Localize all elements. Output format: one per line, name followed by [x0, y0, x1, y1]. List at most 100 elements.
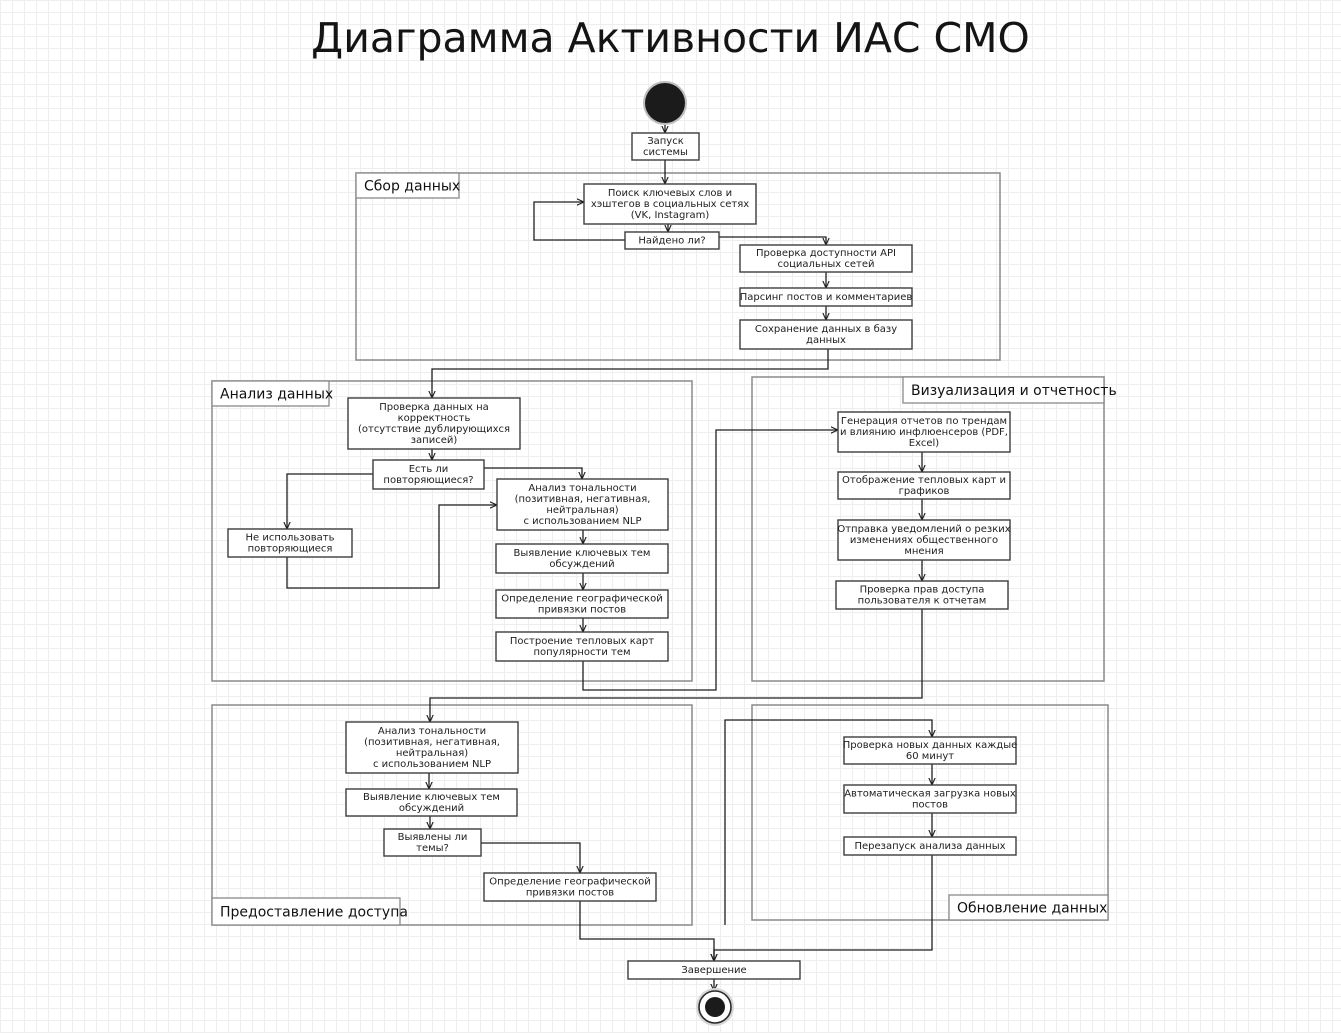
- node-rights-line: Проверка прав доступа: [860, 585, 985, 596]
- node-sent-line: с использованием NLP: [523, 516, 641, 527]
- node-sent2-line: нейтральная): [396, 748, 468, 759]
- node-save-box: [739, 319, 913, 350]
- edge-heat-to-report: [582, 430, 838, 691]
- edge-update-loop: [724, 719, 932, 925]
- node-check-box: [347, 397, 521, 450]
- node-notify-line: Отправка уведомлений о резких: [837, 524, 1010, 535]
- edge-topicsq-to-geo2: [481, 842, 580, 873]
- node-heat-box: [495, 631, 669, 662]
- edge-rights-to-sent2: [430, 609, 923, 722]
- edge-restart-to-finish: [714, 855, 933, 961]
- node-geo2-line: привязки постов: [526, 888, 614, 899]
- node-check-line: Проверка данных на: [379, 402, 489, 413]
- edge-geo2-to-finish: [579, 901, 714, 961]
- node-sent2-line: с использованием NLP: [373, 759, 491, 770]
- node-finish-box: [627, 960, 801, 980]
- node-finish-line: Завершение: [681, 965, 746, 976]
- node-topics-line: обсуждений: [549, 559, 614, 570]
- frame-access-label: Предоставление доступа: [220, 905, 408, 921]
- node-geo-line: привязки постов: [538, 605, 626, 616]
- node-dup-box: [372, 459, 485, 490]
- node-autoload-line: постов: [912, 800, 948, 811]
- frame-viz: Визуализация и отчетность: [751, 376, 1117, 682]
- node-found: Найдено ли?: [624, 231, 720, 250]
- node-notify-line: мнения: [904, 546, 943, 557]
- edge-found-to-api: [719, 236, 826, 245]
- frame-access: Предоставление доступа: [211, 704, 693, 926]
- node-heat-line: Построение тепловых карт: [510, 636, 654, 647]
- node-parse-line: Парсинг постов и комментариев: [740, 292, 913, 303]
- node-launch-line: Запуск: [647, 136, 684, 147]
- node-check-line: записей): [411, 435, 458, 446]
- node-heat-line: популярности тем: [533, 647, 630, 658]
- frame-update-label: Обновление данных: [957, 901, 1107, 917]
- frame-viz-tab: [902, 376, 1105, 404]
- node-finish: Завершение: [627, 960, 801, 980]
- frame-update: Обновление данных: [751, 704, 1109, 921]
- node-parse-box: [739, 287, 913, 307]
- node-topicsq-box: [383, 828, 482, 857]
- node-search-line: хэштегов в социальных сетях: [591, 199, 749, 210]
- node-sent-line: нейтральная): [546, 505, 618, 516]
- edge-nodup-to-sent: [286, 505, 497, 589]
- node-sent2-line: Анализ тональности: [378, 726, 486, 737]
- node-geo-box: [495, 589, 669, 619]
- frame-collect: Сбор данных: [355, 172, 1001, 361]
- node-dup-line: Есть ли: [409, 464, 449, 475]
- node-geo2-box: [483, 872, 657, 902]
- frame-analysis-border: [211, 380, 693, 682]
- node-sent2: Анализ тональности(позитивная, негативна…: [345, 721, 519, 774]
- node-found-line: Найдено ли?: [638, 236, 705, 247]
- node-sent-box: [496, 478, 669, 531]
- node-showheat-box: [837, 471, 1011, 500]
- node-report-line: Генерация отчетов по трендам: [841, 416, 1007, 427]
- node-sent2-box: [345, 721, 519, 774]
- node-restart-box: [843, 836, 1017, 856]
- frame-access-border: [211, 704, 693, 926]
- node-topicsq-line: Выявлены ли: [398, 832, 468, 843]
- node-topics2-line: обсуждений: [399, 803, 464, 814]
- node-found-box: [624, 231, 720, 250]
- frame-analysis-tab: [211, 380, 330, 407]
- node-launch-line: системы: [643, 147, 688, 158]
- node-search-box: [583, 183, 757, 225]
- node-sent: Анализ тональности(позитивная, негативна…: [496, 478, 669, 531]
- node-topicsq-line: темы?: [416, 843, 449, 854]
- frame-update-border: [751, 704, 1109, 921]
- node-parse: Парсинг постов и комментариев: [739, 287, 913, 307]
- node-sent2-line: (позитивная, негативная,: [364, 737, 500, 748]
- node-check-line: (отсутствие дублирующихся: [358, 424, 510, 435]
- node-launch-box: [631, 132, 700, 161]
- node-check: Проверка данных накорректность(отсутстви…: [347, 397, 521, 450]
- node-dup-line: повторяющиеся?: [383, 475, 473, 486]
- frame-collect-border: [355, 172, 1001, 361]
- node-notify-box: [837, 519, 1011, 561]
- node-nodup-line: повторяющиеся: [248, 544, 333, 555]
- node-topics2-box: [345, 788, 518, 817]
- node-notify: Отправка уведомлений о резкихизменениях …: [837, 519, 1011, 561]
- node-newdata-box: [843, 736, 1017, 765]
- node-api-line: социальных сетей: [778, 259, 875, 270]
- node-autoload-line: Автоматическая загрузка новых: [844, 789, 1016, 800]
- node-newdata-line: 60 минут: [906, 751, 954, 762]
- node-save-line: данных: [806, 335, 846, 346]
- node-showheat-line: Отображение тепловых карт и: [842, 475, 1006, 486]
- node-topics-line: Выявление ключевых тем: [514, 548, 651, 559]
- edge-save-to-check: [432, 349, 829, 398]
- start-node: [645, 83, 685, 123]
- end-node: [705, 997, 725, 1017]
- node-search-line: (VK, Instagram): [631, 210, 710, 221]
- node-nodup-line: Не использовать: [246, 533, 335, 544]
